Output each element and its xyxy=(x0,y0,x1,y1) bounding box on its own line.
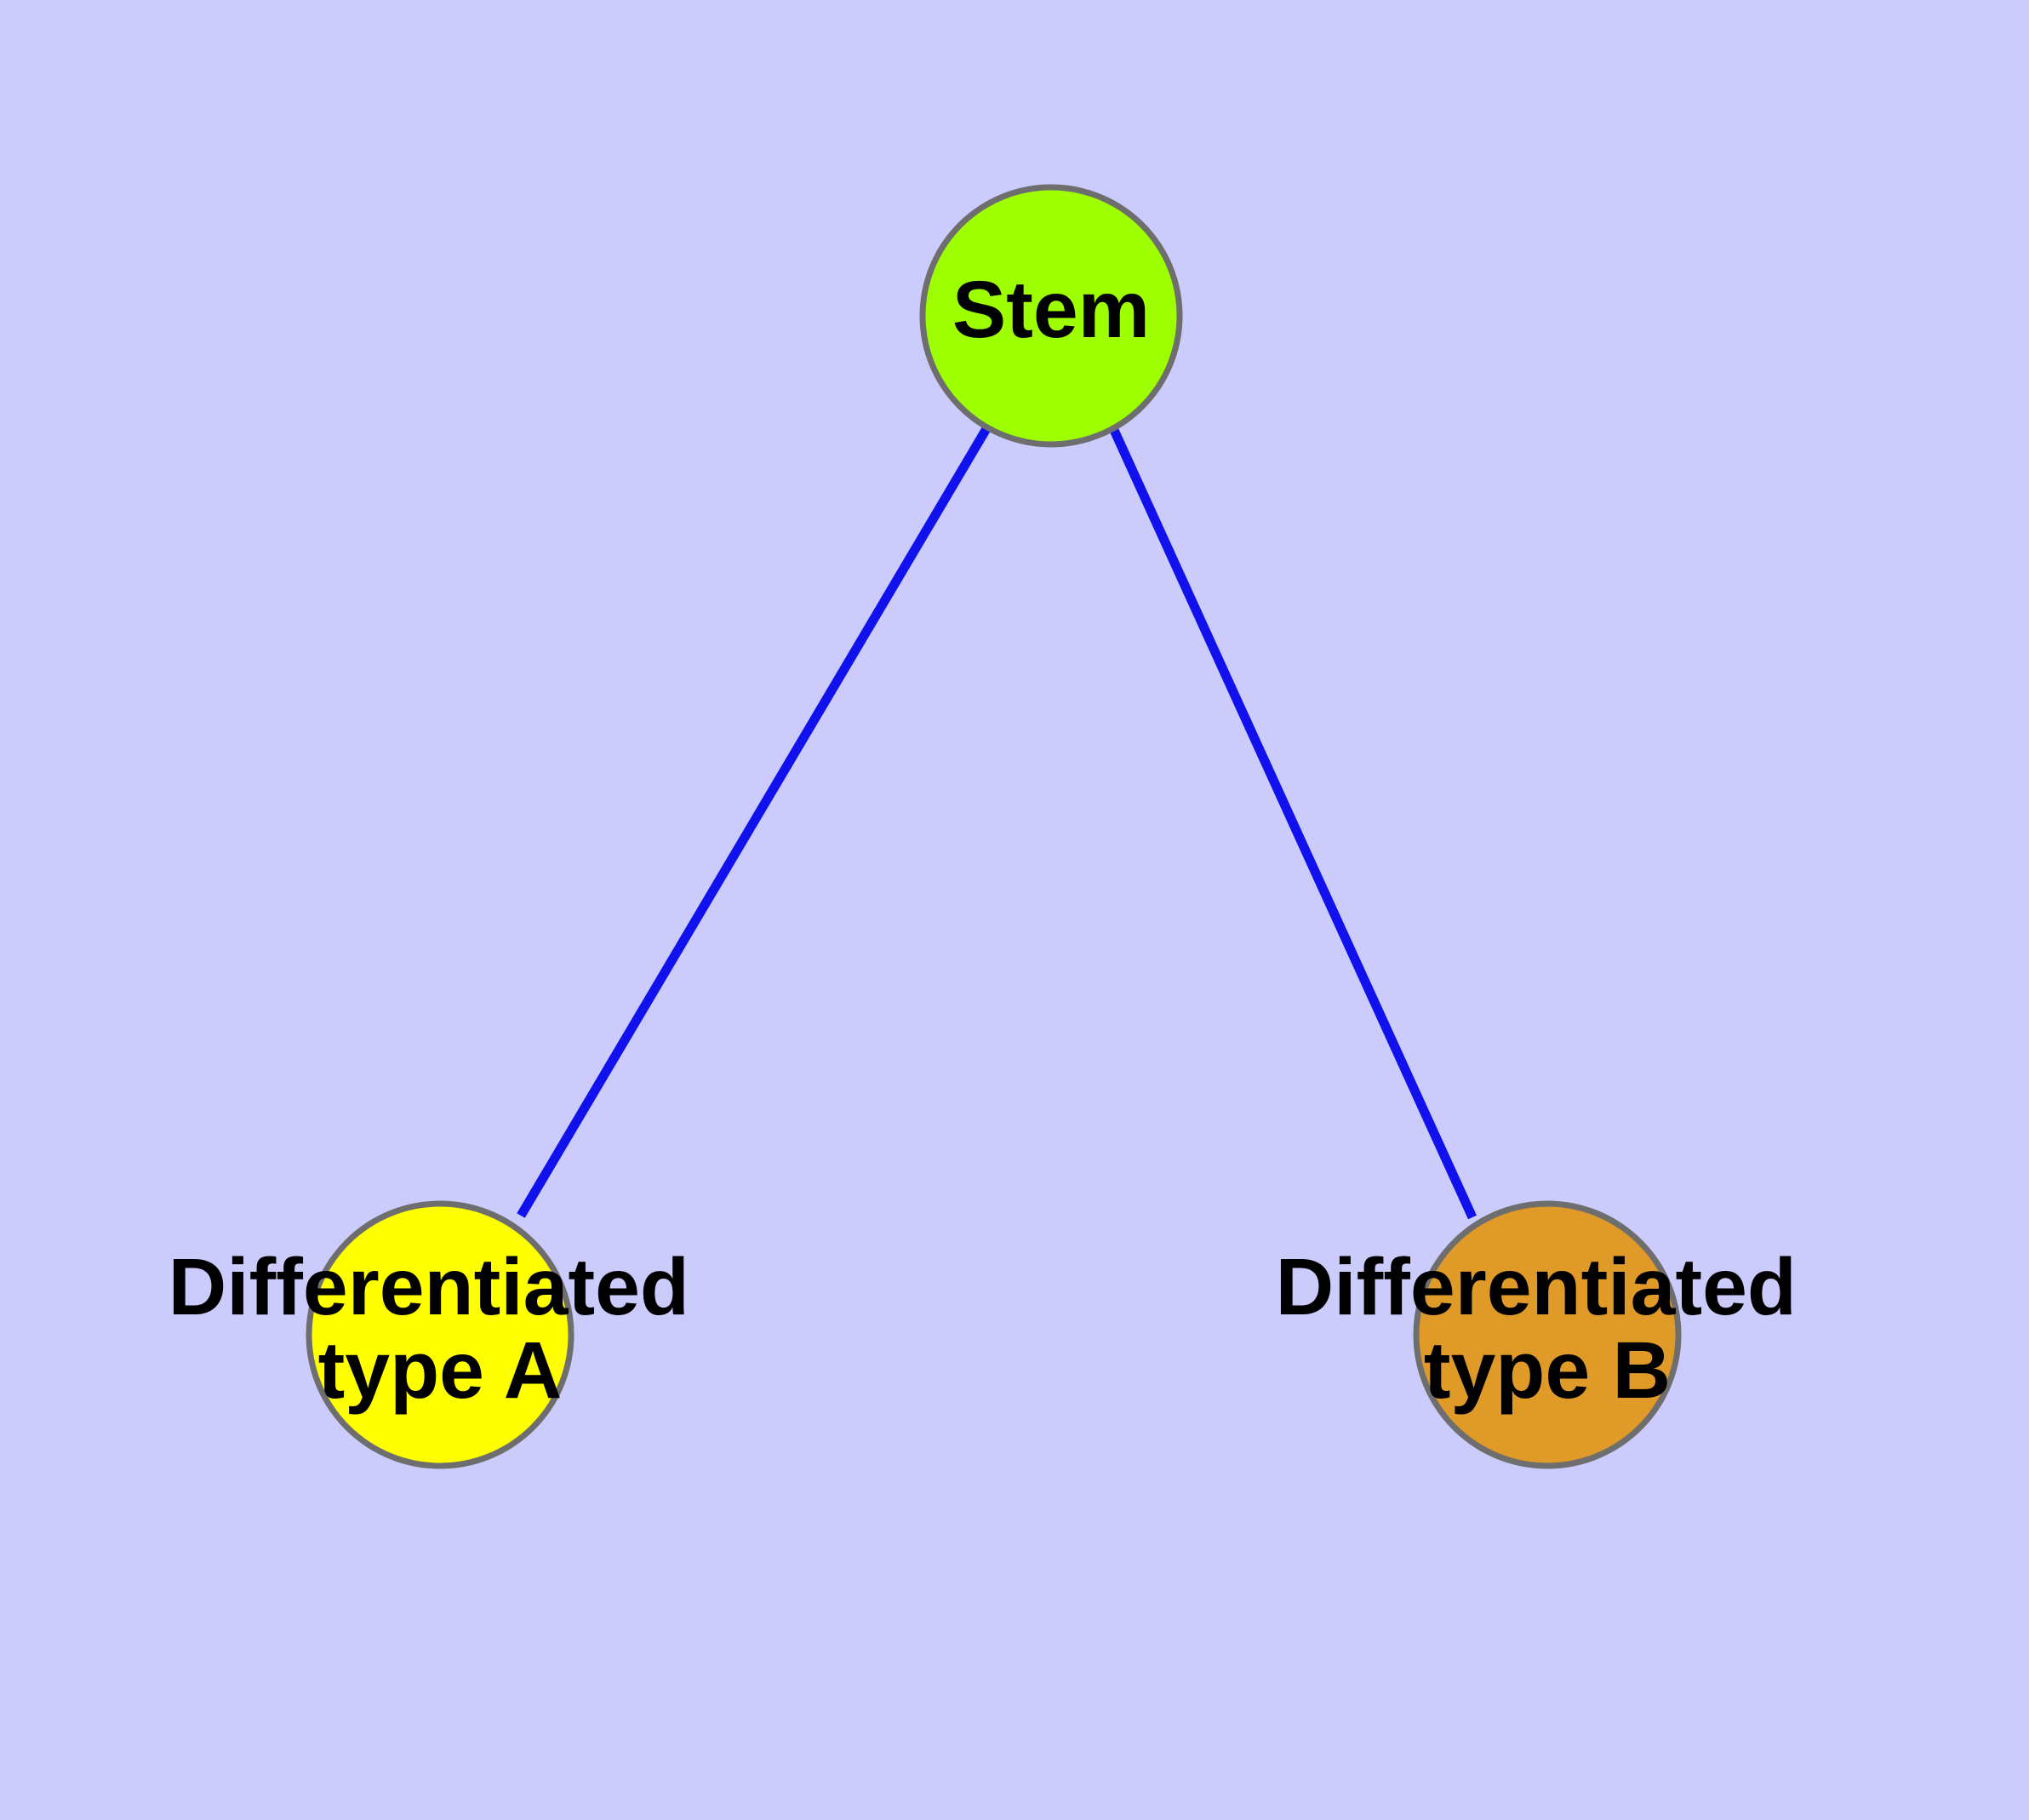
edge-layer xyxy=(517,425,1477,1220)
node-diff-b-label-line-1: Differentiated xyxy=(1276,1242,1797,1332)
node-diff-b-label: Differentiated type B xyxy=(1276,1242,1820,1416)
node-diff-b-label-line-2: type B xyxy=(1424,1325,1671,1416)
node-stem-label-line-1: Stem xyxy=(952,265,1150,355)
node-layer: Stem Differentiated type A Differentiate… xyxy=(169,184,1820,1469)
node-diff-a-label-line-1: Differentiated xyxy=(169,1242,689,1332)
edge-stem-to-diff-a[interactable] xyxy=(517,425,992,1218)
node-diff-a-label-line-2: type A xyxy=(318,1325,563,1416)
node-stem-label: Stem xyxy=(952,265,1150,355)
node-diff-a[interactable]: Differentiated type A xyxy=(169,1200,712,1469)
edge-stem-to-diff-b[interactable] xyxy=(1108,426,1477,1220)
node-diff-a-label: Differentiated type A xyxy=(169,1242,712,1416)
node-diff-a-circle[interactable] xyxy=(306,1200,574,1469)
node-stem-circle[interactable] xyxy=(919,184,1183,448)
node-diff-b[interactable]: Differentiated type B xyxy=(1276,1200,1820,1469)
node-stem[interactable]: Stem xyxy=(919,184,1183,448)
node-diff-b-circle[interactable] xyxy=(1413,1200,1682,1469)
